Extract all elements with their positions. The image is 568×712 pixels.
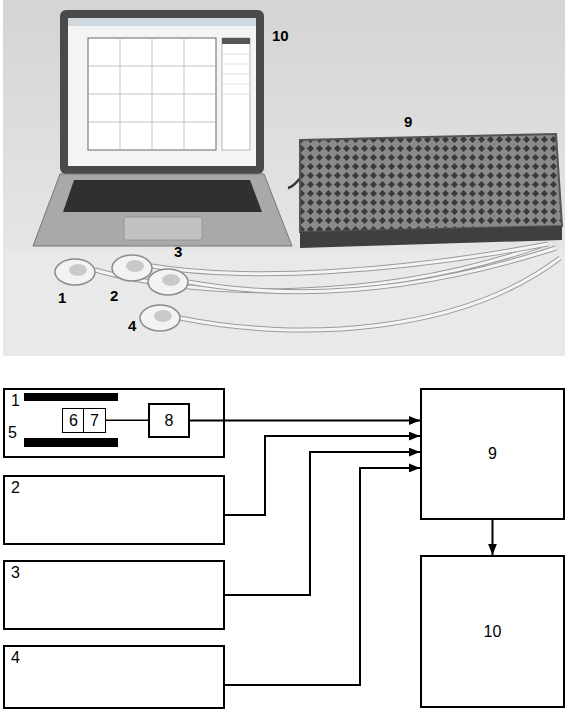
panel-row bbox=[222, 74, 250, 75]
sensor-cables bbox=[95, 244, 560, 330]
side-panel-header bbox=[222, 38, 250, 44]
chart-grid bbox=[88, 38, 216, 150]
sensor-2 bbox=[112, 255, 152, 281]
cable-outline bbox=[180, 258, 560, 330]
sensor-body bbox=[112, 255, 152, 281]
panel-row bbox=[222, 54, 250, 55]
grid-line bbox=[88, 66, 216, 67]
sensor-body bbox=[55, 259, 95, 285]
node-number: 9 bbox=[488, 445, 497, 463]
node-number: 3 bbox=[11, 564, 20, 582]
cable-outline bbox=[188, 248, 556, 292]
connector-line bbox=[106, 420, 148, 422]
signal-arrow bbox=[492, 520, 494, 555]
panel-row bbox=[222, 64, 250, 65]
node-number: 4 bbox=[11, 649, 20, 667]
grid-line bbox=[88, 94, 216, 95]
callout-number: 1 bbox=[58, 290, 66, 307]
callout-number: 3 bbox=[174, 244, 182, 261]
laptop-touchpad bbox=[124, 217, 202, 240]
signal-arrow bbox=[225, 452, 420, 595]
node-number: 10 bbox=[484, 623, 502, 641]
converter-box: 8 bbox=[148, 403, 190, 438]
panel-row bbox=[222, 94, 250, 95]
sensor-3 bbox=[148, 269, 188, 295]
sensor-block: 1678 bbox=[3, 388, 225, 458]
chart-area bbox=[88, 38, 216, 150]
sensor-body bbox=[148, 269, 188, 295]
callout-number: 4 bbox=[128, 318, 136, 335]
sensor-cap bbox=[162, 274, 180, 286]
node-number: 2 bbox=[11, 479, 20, 497]
computer-box: 10 bbox=[420, 555, 565, 708]
grid-line bbox=[88, 122, 216, 123]
component-box: 7 bbox=[83, 408, 106, 433]
side-panel-rows bbox=[222, 54, 250, 94]
electrode-bar bbox=[24, 438, 118, 447]
side-panel bbox=[222, 38, 250, 150]
component-box: 6 bbox=[62, 408, 85, 433]
node-number: 1 bbox=[11, 392, 20, 410]
laptop-base bbox=[33, 174, 292, 246]
callout-number: 9 bbox=[404, 114, 412, 131]
sensor-body bbox=[140, 305, 180, 331]
sensor-block: 4 bbox=[3, 645, 225, 709]
sensor-cap bbox=[154, 310, 172, 322]
photo-background bbox=[3, 0, 565, 356]
callout-number: 10 bbox=[272, 28, 289, 45]
electrode-bar bbox=[24, 393, 118, 401]
signal-arrow bbox=[225, 436, 420, 515]
sensor-block: 2 bbox=[3, 475, 225, 545]
cable bbox=[180, 258, 560, 330]
device-top bbox=[300, 134, 562, 232]
sensor-block: 3 bbox=[3, 560, 225, 630]
sensor-4 bbox=[140, 305, 180, 331]
panel-row bbox=[222, 84, 250, 85]
node-number: 6 bbox=[69, 412, 78, 430]
interface-box: 9 bbox=[420, 388, 565, 520]
sensor-1 bbox=[55, 259, 95, 285]
laptop-screen bbox=[68, 18, 256, 166]
laptop-keyboard bbox=[63, 180, 262, 212]
sensor-cap bbox=[126, 260, 144, 272]
callout-number: 2 bbox=[110, 288, 118, 305]
device-front bbox=[300, 226, 562, 248]
callout-number: 5 bbox=[8, 424, 17, 442]
node-number: 8 bbox=[165, 412, 174, 430]
laptop-lid bbox=[60, 10, 264, 174]
node-number: 7 bbox=[90, 412, 99, 430]
signal-arrow bbox=[225, 468, 420, 685]
sensor-cap bbox=[69, 264, 87, 276]
cable bbox=[188, 248, 556, 292]
window-bar bbox=[68, 18, 256, 26]
